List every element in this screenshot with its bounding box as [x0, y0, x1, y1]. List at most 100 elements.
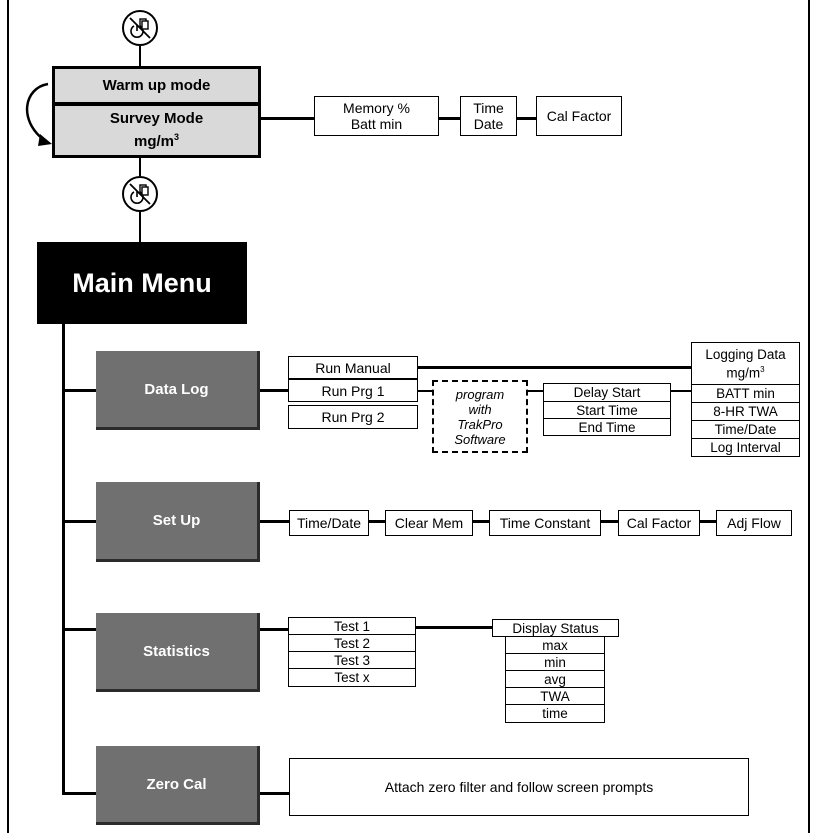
delay-start-label: Delay Start	[573, 385, 641, 400]
time-date-field-box: Time/Date	[691, 420, 800, 439]
setup-cal-factor-box: Cal Factor	[618, 510, 700, 536]
note-line: TrakPro	[457, 416, 503, 432]
set-up-label: Set Up	[152, 512, 201, 529]
note-line: with	[468, 401, 492, 417]
clear-mem-label: Clear Mem	[394, 515, 464, 531]
connector	[418, 390, 433, 392]
test-1-box: Test 1	[288, 617, 416, 635]
connector	[517, 117, 537, 120]
power-key-icon	[122, 176, 158, 212]
connector	[139, 212, 141, 242]
connector	[700, 520, 717, 523]
run-prg-2-label: Run Prg 2	[321, 409, 385, 425]
statistics-button[interactable]: Statistics	[96, 613, 260, 692]
set-up-button[interactable]: Set Up	[96, 482, 260, 562]
run-prg-1-box: Run Prg 1	[288, 379, 418, 402]
connector	[418, 366, 692, 369]
connector	[528, 390, 544, 392]
stat-twa-label: TWA	[540, 688, 570, 704]
connector	[62, 520, 98, 523]
adj-flow-label: Adj Flow	[727, 515, 781, 531]
menu-trunk-line	[62, 324, 65, 794]
memory-batt-box: Memory % Batt min	[314, 96, 439, 136]
statistics-label: Statistics	[143, 642, 210, 660]
zero-cal-label: Zero Cal	[146, 775, 207, 793]
start-time-label: Start Time	[576, 402, 638, 418]
data-log-label: Data Log	[144, 380, 209, 398]
8hr-twa-box: 8-HR TWA	[691, 402, 800, 421]
connector	[139, 158, 141, 176]
time-label: Time	[473, 100, 504, 116]
clear-mem-box: Clear Mem	[385, 510, 473, 536]
date-label: Date	[473, 116, 504, 132]
time-date-field-label: Time/Date	[714, 422, 777, 437]
connector	[473, 520, 490, 523]
main-menu-box: Main Menu	[37, 242, 247, 324]
adj-flow-box: Adj Flow	[716, 510, 792, 536]
start-time-box: Start Time	[543, 401, 671, 419]
connector	[139, 46, 141, 66]
log-interval-label: Log Interval	[710, 440, 781, 455]
connector	[62, 628, 98, 631]
logging-data-box: Logging Data mg/m3	[691, 342, 800, 385]
power-key-icon	[122, 10, 158, 46]
data-log-button[interactable]: Data Log	[96, 351, 260, 430]
test-x-label: Test x	[334, 670, 370, 685]
setup-time-date-box: Time/Date	[289, 510, 369, 536]
stat-avg-box: avg	[505, 670, 605, 688]
delay-start-box: Delay Start	[543, 383, 671, 402]
setup-cal-factor-label: Cal Factor	[626, 515, 692, 531]
connector	[260, 389, 289, 392]
connector	[369, 520, 386, 523]
connector	[62, 389, 98, 392]
test-2-label: Test 2	[333, 635, 371, 651]
test-1-label: Test 1	[333, 618, 371, 634]
connector	[261, 117, 315, 120]
connector	[439, 117, 461, 120]
test-3-label: Test 3	[333, 652, 371, 668]
cal-factor-label: Cal Factor	[546, 108, 612, 124]
frame-left-border	[7, 0, 9, 833]
logging-data-label: Logging Data	[705, 346, 786, 362]
stat-avg-label: avg	[544, 671, 566, 687]
time-constant-label: Time Constant	[499, 515, 591, 531]
main-menu-label: Main Menu	[72, 267, 212, 298]
test-2-box: Test 2	[288, 634, 416, 652]
batt-label: Batt min	[350, 116, 403, 132]
stat-time-box: time	[505, 704, 605, 723]
survey-mode-unit: mg/m3	[133, 132, 180, 150]
run-prg-2-box: Run Prg 2	[288, 405, 418, 429]
stat-time-label: time	[542, 706, 568, 721]
display-status-box: Display Status	[492, 619, 619, 637]
time-constant-box: Time Constant	[489, 510, 601, 536]
connector	[260, 628, 289, 631]
warm-up-mode-box: Warm up mode	[52, 66, 261, 105]
connector	[671, 390, 692, 392]
run-prg-1-label: Run Prg 1	[321, 382, 385, 399]
memory-label: Memory %	[343, 100, 410, 116]
test-3-box: Test 3	[288, 651, 416, 669]
connector	[416, 626, 493, 629]
stat-max-label: max	[542, 637, 568, 653]
survey-mode-label: Survey Mode	[109, 110, 204, 127]
8hr-twa-label: 8-HR TWA	[713, 404, 778, 419]
test-x-box: Test x	[288, 668, 416, 687]
end-time-label: End Time	[578, 419, 636, 435]
stat-min-label: min	[544, 654, 566, 670]
setup-time-date-label: Time/Date	[296, 515, 362, 531]
batt-min-label: BATT min	[716, 386, 775, 401]
run-manual-box: Run Manual	[288, 356, 418, 379]
connector	[601, 520, 619, 523]
zero-cal-button[interactable]: Zero Cal	[96, 746, 260, 825]
display-status-label: Display Status	[512, 620, 599, 636]
trakpro-note-box: program with TrakPro Software	[432, 380, 528, 453]
logging-data-unit: mg/m3	[726, 364, 765, 381]
time-date-box: Time Date	[460, 96, 517, 136]
end-time-box: End Time	[543, 418, 671, 436]
connector	[62, 792, 98, 795]
note-line: program	[455, 386, 505, 402]
cal-factor-box: Cal Factor	[536, 96, 622, 136]
warm-up-mode-label: Warm up mode	[102, 76, 211, 94]
note-line: Software	[454, 431, 506, 447]
stat-max-box: max	[505, 636, 605, 654]
